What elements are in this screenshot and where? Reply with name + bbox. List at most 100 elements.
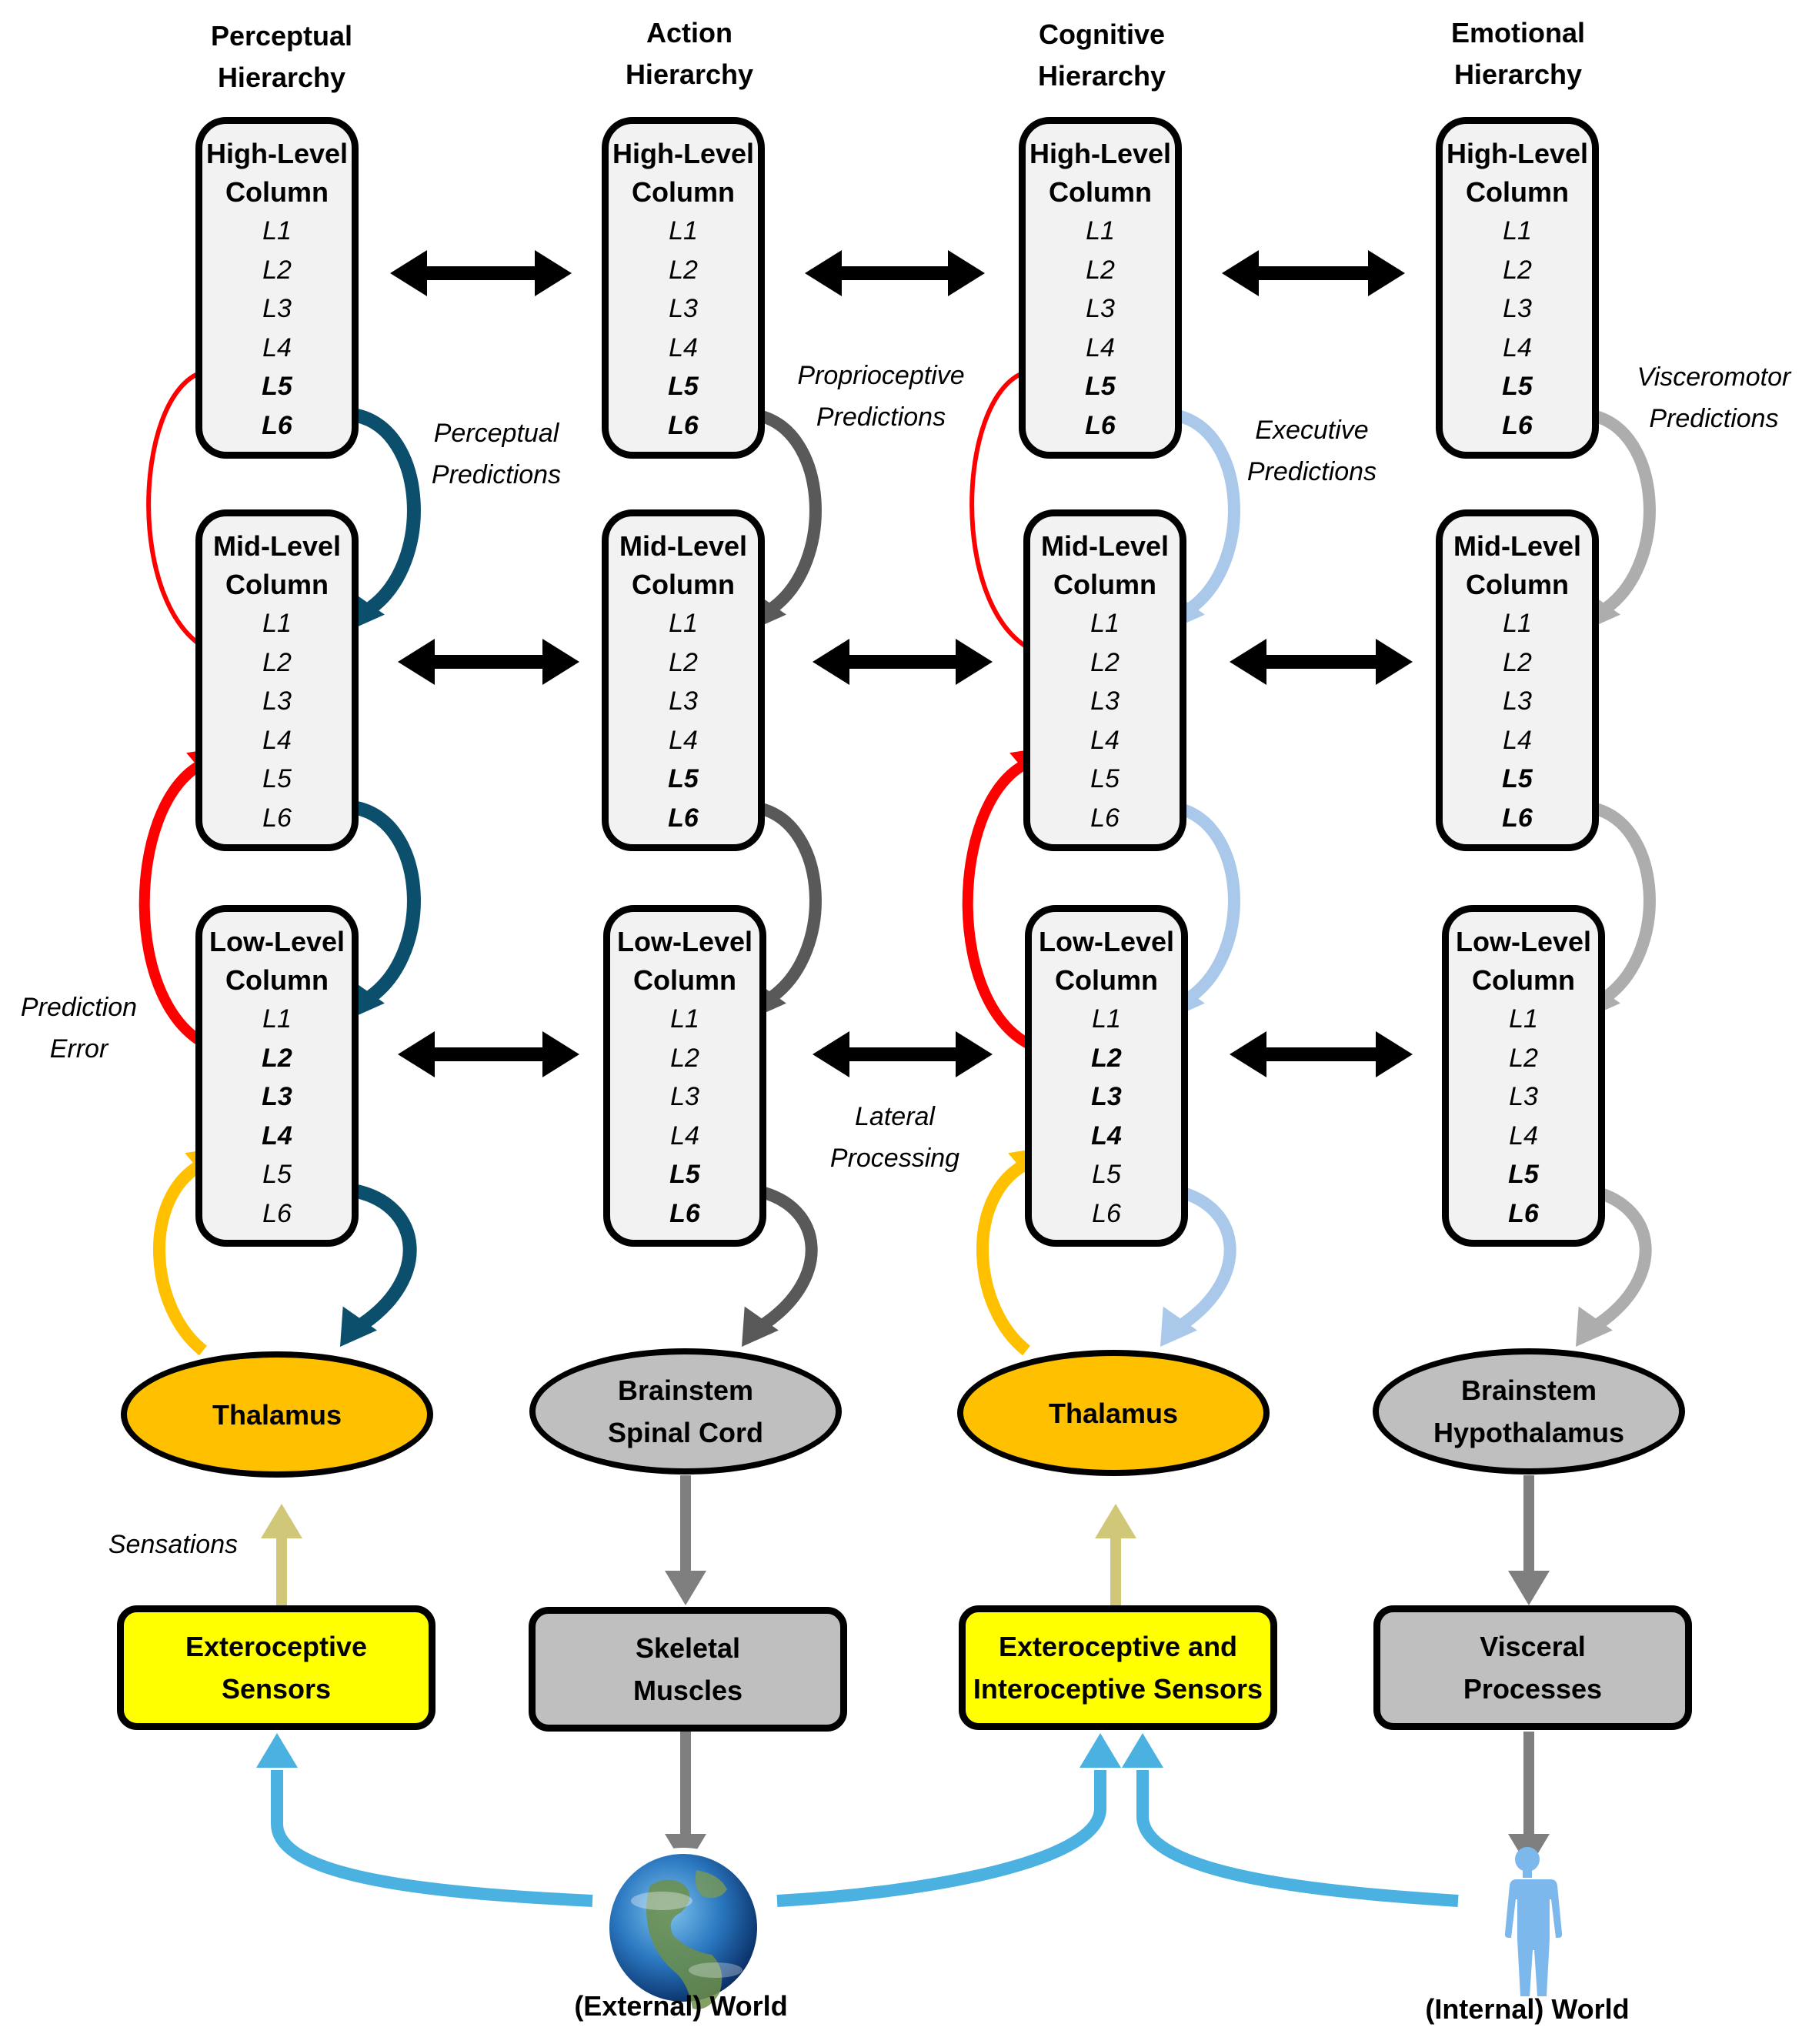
cortical-layer-l2: L2	[669, 255, 698, 285]
label-executive-predictions: Executive Predictions	[1223, 409, 1400, 493]
cortical-layer-l4: L4	[1509, 1121, 1538, 1151]
prediction-arrowhead-action-3	[742, 1306, 779, 1347]
cortical-layer-l1: L1	[262, 1004, 292, 1034]
header-line1: Cognitive	[1038, 18, 1165, 50]
thalamus-perceptual[interactable]: Thalamus	[121, 1351, 433, 1478]
exteroceptive-interoceptive-sensors[interactable]: Exteroceptive and Interoceptive Sensors	[959, 1605, 1277, 1730]
column-title-line1: Mid-Level	[1040, 530, 1170, 562]
header-action-hierarchy: Action Hierarchy	[566, 12, 813, 95]
cortical-layer-l3: L3	[1086, 294, 1115, 323]
column-title-line1: Low-Level	[209, 926, 345, 957]
column-title-line2: Column	[225, 176, 329, 208]
relay-label-line2: Hypothalamus	[1433, 1417, 1625, 1448]
cortical-layer-l3: L3	[1090, 686, 1120, 716]
cortical-layer-l2: L2	[670, 1043, 699, 1073]
lateral-arrow-row3-3	[1230, 1031, 1413, 1077]
periphery-label-line2: Processes	[1463, 1673, 1603, 1705]
cortical-layer-l2: L2	[669, 647, 698, 677]
cortical-layer-l1: L1	[669, 609, 698, 638]
label-line: Proprioceptive	[797, 361, 965, 390]
human-body-icon	[1504, 1847, 1563, 1996]
cortical-layer-l2: L2	[1086, 255, 1115, 285]
world-input-arrowhead-external-to-interoceptive	[1080, 1733, 1121, 1768]
cortical-layer-l3: L3	[262, 686, 292, 716]
thalamic-input-arrow-cognitive	[976, 1161, 1031, 1356]
label-line: Error	[49, 1034, 108, 1064]
brainstem-spinal-cord[interactable]: Brainstem Spinal Cord	[529, 1348, 842, 1475]
cortical-layer-l5: L5	[262, 764, 292, 793]
column-title-line2: Column	[1466, 176, 1569, 208]
skeletal-muscles[interactable]: Skeletal Muscles	[529, 1607, 847, 1732]
prediction-error-arrow-perceptual-low-to-mid	[138, 760, 213, 1052]
cortical-layer-l1: L1	[1086, 216, 1115, 245]
cortical-layer-l2: L2	[262, 1043, 292, 1073]
column-title-line2: Column	[1049, 176, 1152, 208]
label-prediction-error: Prediction Error	[0, 987, 158, 1070]
cortical-layer-l1: L1	[1503, 216, 1532, 245]
lateral-arrow-row3-2	[813, 1031, 993, 1077]
world-input-arrow-external-to-interoceptive	[776, 1770, 1106, 1907]
cortical-layer-l3: L3	[1503, 686, 1532, 716]
icons-layer	[603, 1847, 1563, 2009]
periphery-label-line1: Exteroceptive and	[998, 1631, 1238, 1662]
cortical-layer-l4: L4	[1086, 332, 1115, 362]
cortical-layer-l6: L6	[668, 803, 699, 833]
cortical-layer-l4: L4	[262, 725, 292, 755]
header-line1: Action	[646, 17, 732, 48]
cortical-layer-l1: L1	[1509, 1004, 1538, 1034]
cortical-layer-l6: L6	[1502, 803, 1533, 833]
prediction-error-arrow-cognitive-mid-to-high	[969, 371, 1034, 653]
label-line: Executive	[1255, 416, 1369, 445]
cortical-layer-l2: L2	[1503, 255, 1532, 285]
thalamus-cognitive[interactable]: Thalamus	[957, 1350, 1270, 1476]
motor-arrowhead-action-relay-to-muscles	[665, 1571, 706, 1605]
prediction-arrow-cognitive-2	[1175, 802, 1240, 1002]
lateral-arrow-row1-3	[1222, 250, 1405, 296]
cortical-layer-l3: L3	[262, 1082, 292, 1111]
prediction-arrowhead-perceptual-3	[340, 1306, 377, 1347]
cortical-layer-l5: L5	[1092, 1160, 1121, 1189]
column-title-line1: High-Level	[1029, 138, 1172, 169]
exteroceptive-sensors[interactable]: Exteroceptive Sensors	[117, 1605, 435, 1730]
periphery-label-line1: Skeletal	[635, 1632, 741, 1664]
visceral-processes[interactable]: Visceral Processes	[1373, 1605, 1692, 1730]
column-title-line1: Low-Level	[1455, 926, 1592, 957]
prediction-arrowhead-cognitive-3	[1160, 1306, 1197, 1347]
cortical-layer-l3: L3	[262, 294, 292, 323]
cortical-layer-l1: L1	[670, 1004, 699, 1034]
cortical-layer-l6: L6	[1502, 410, 1533, 440]
cortical-layer-l5: L5	[668, 372, 699, 401]
cortical-layer-l5: L5	[1502, 372, 1533, 401]
world-input-arrowhead-external-to-exteroceptive	[256, 1733, 298, 1768]
header-perceptual-hierarchy: Perceptual Hierarchy	[159, 15, 405, 99]
prediction-arrow-action-3	[756, 1185, 818, 1329]
cortical-layer-l5: L5	[1090, 764, 1120, 793]
cortical-layer-l6: L6	[262, 1198, 292, 1228]
column-title-line1: Low-Level	[616, 926, 753, 957]
world-input-arrowhead-internal-to-interoceptive	[1122, 1733, 1163, 1768]
world-input-arrow-internal-to-interoceptive	[1136, 1770, 1459, 1907]
column-title-line2: Column	[225, 569, 329, 600]
column-title-line2: Column	[225, 964, 329, 996]
brainstem-hypothalamus[interactable]: Brainstem Hypothalamus	[1373, 1348, 1685, 1475]
cortical-layer-l2: L2	[1090, 647, 1120, 677]
prediction-arrow-emotional-2	[1590, 802, 1656, 1002]
prediction-arrow-action-2	[756, 802, 822, 1002]
lateral-arrow-row2-3	[1230, 639, 1413, 685]
cortical-layer-l3: L3	[1509, 1082, 1538, 1111]
label-visceromotor-predictions: Visceromotor Predictions	[1616, 356, 1812, 439]
cortical-layer-l3: L3	[1091, 1082, 1122, 1111]
thalamic-input-arrow-perceptual	[153, 1161, 208, 1356]
